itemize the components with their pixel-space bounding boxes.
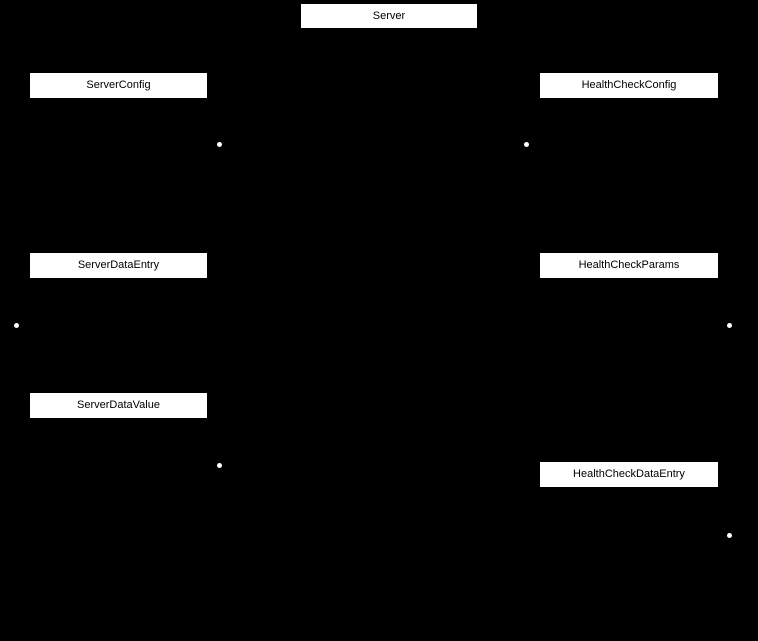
diagram-node-health-check-config: HealthCheckConfig [539,72,719,99]
node-label: ServerDataEntry [77,259,160,271]
diagram-node-server-config: ServerConfig [29,72,208,99]
diagram-node-health-check-data-entry: HealthCheckDataEntry [539,461,719,488]
node-label: ServerConfig [86,79,151,91]
edge-endpoint-dot-icon [14,323,19,328]
node-label: HealthCheckParams [578,259,680,271]
node-label: HealthCheckConfig [581,79,677,91]
node-label: Server [372,9,406,22]
edge-endpoint-dot-icon [727,323,732,328]
edge-endpoint-dot-icon [217,142,222,147]
node-label: ServerDataValue [77,399,160,411]
edge-endpoint-dot-icon [217,463,222,468]
diagram-node-server-data-value: ServerDataValue [29,392,208,419]
edge-endpoint-dot-icon [727,533,732,538]
diagram-node-health-check-params: HealthCheckParams [539,252,719,279]
diagram-node-server: Server [300,3,478,29]
diagram-node-server-data-entry: ServerDataEntry [29,252,208,279]
edge-endpoint-dot-icon [524,142,529,147]
node-label: HealthCheckDataEntry [573,468,685,480]
